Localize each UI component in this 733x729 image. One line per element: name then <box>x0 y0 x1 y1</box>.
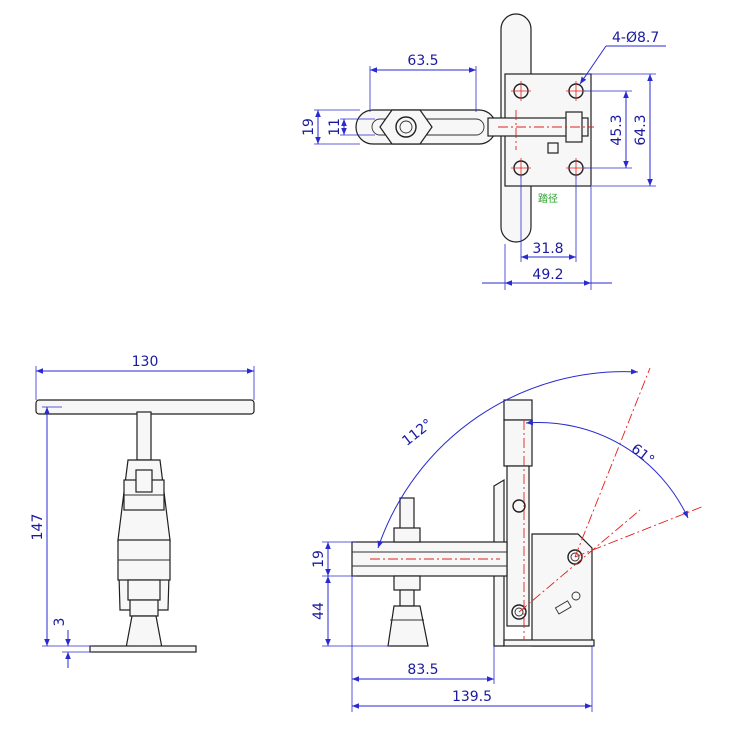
dim-63-5: 63.5 <box>407 53 438 69</box>
hex-nut <box>379 109 433 145</box>
dim-19-front: 19 <box>311 550 327 568</box>
top-view: 踏径 63.5 19 11 4-Ø8.7 45.3 64.3 <box>301 13 666 290</box>
dim-3: 3 <box>52 618 68 627</box>
dim-31-8: 31.8 <box>532 241 563 257</box>
dim-64-3: 64.3 <box>633 114 649 145</box>
mounting-holes <box>511 81 586 178</box>
dim-45-3: 45.3 <box>609 114 625 145</box>
dim-83-5: 83.5 <box>407 662 438 678</box>
top-note: 踏径 <box>538 192 558 205</box>
dim-130: 130 <box>132 354 159 370</box>
dim-44: 44 <box>311 602 327 620</box>
dim-11-top: 11 <box>327 118 343 136</box>
dim-19-top: 19 <box>301 118 317 136</box>
dim-112-deg: 112° <box>399 416 435 449</box>
side-spindle-cone <box>125 615 163 649</box>
front-view: 112° 61° 19 44 83.5 139.5 <box>311 367 705 712</box>
dim-139-5: 139.5 <box>452 689 492 705</box>
dim-61-deg: 61° <box>628 441 657 469</box>
dim-49-2: 49.2 <box>532 267 563 283</box>
side-view: 130 147 3 <box>30 354 255 668</box>
dim-147: 147 <box>30 514 46 541</box>
front-spindle-cone <box>387 605 429 647</box>
side-base-plate <box>89 645 197 653</box>
front-handle <box>503 399 533 421</box>
hole-callout: 4-Ø8.7 <box>612 30 659 46</box>
